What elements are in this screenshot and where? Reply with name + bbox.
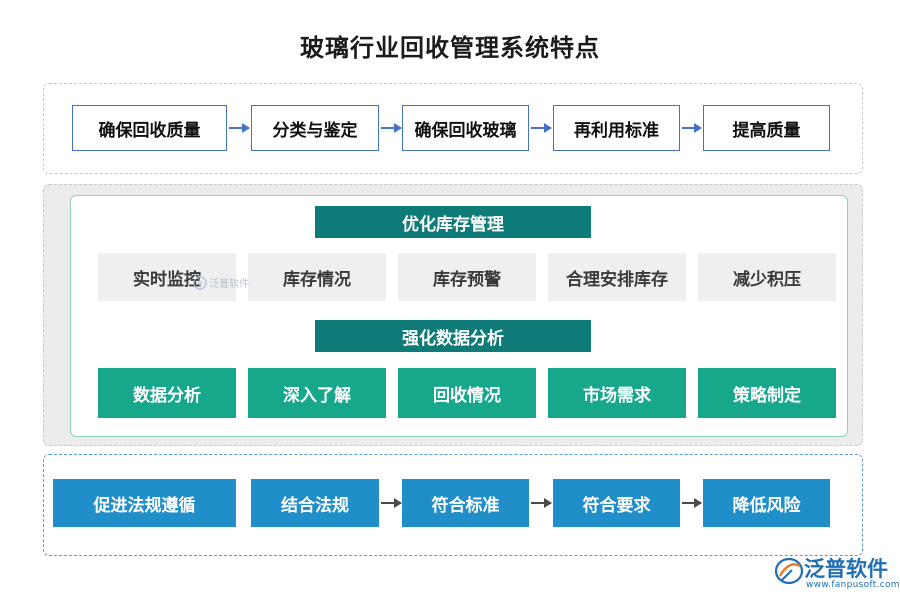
inventory-header: 优化库存管理 — [315, 206, 591, 238]
analysis-item-1: 数据分析 — [98, 368, 236, 418]
flow-box-3: 确保回收玻璃 — [402, 105, 529, 151]
data-analysis-header: 强化数据分析 — [315, 320, 591, 352]
flow-arrow-1 — [229, 123, 250, 133]
flow-arrow-4 — [682, 123, 702, 133]
page-title: 玻璃行业回收管理系统特点 — [300, 34, 600, 62]
brand-logo-icon — [774, 557, 804, 585]
compliance-arrow-1 — [381, 498, 402, 508]
flow-box-4: 再利用标准 — [553, 105, 680, 151]
compliance-box-4: 符合要求 — [553, 479, 680, 527]
analysis-item-4: 市场需求 — [548, 368, 686, 418]
compliance-arrow-2 — [531, 498, 552, 508]
inventory-item-1: 实时监控 — [98, 253, 236, 301]
compliance-box-5: 降低风险 — [703, 479, 830, 527]
compliance-arrow-3 — [682, 498, 702, 508]
flow-arrow-2 — [381, 123, 402, 133]
brand-logo-text: 泛普软件 — [804, 557, 888, 581]
flow-box-2: 分类与鉴定 — [251, 105, 379, 151]
compliance-box-2: 结合法规 — [251, 479, 379, 527]
brand-logo-url: www.fanpusoft.com — [806, 580, 900, 590]
flow-box-1: 确保回收质量 — [72, 105, 227, 151]
analysis-item-2: 深入了解 — [248, 368, 386, 418]
inventory-item-5: 减少积压 — [698, 253, 836, 301]
analysis-item-5: 策略制定 — [698, 368, 836, 418]
compliance-box-1: 促进法规遵循 — [53, 479, 236, 527]
inventory-item-3: 库存预警 — [398, 253, 536, 301]
flow-box-5: 提高质量 — [703, 105, 830, 151]
analysis-item-3: 回收情况 — [398, 368, 536, 418]
inventory-item-4: 合理安排库存 — [548, 253, 686, 301]
watermark-text: 泛普软件 — [209, 277, 249, 290]
flow-arrow-3 — [531, 123, 552, 133]
inventory-item-2: 库存情况 — [248, 253, 386, 301]
watermark-logo: 泛普软件 — [193, 276, 249, 290]
compliance-box-3: 符合标准 — [402, 479, 529, 527]
